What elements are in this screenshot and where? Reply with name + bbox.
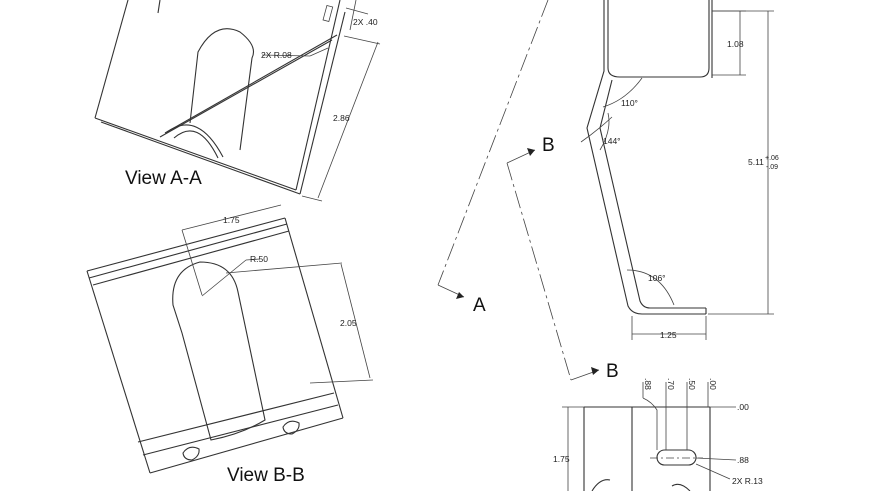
- section-b-upper-label: B: [542, 135, 555, 156]
- bottom-ord-x-4: .00: [708, 378, 718, 390]
- view-a-a-dimensions: 2X .40 2X R.08 2.86: [261, 0, 381, 202]
- bottom-slot-y-dim: .88: [737, 455, 749, 465]
- side-angle-upper-dim: 110°: [621, 98, 638, 108]
- view-b-b-outline: [86, 217, 344, 474]
- side-angle-lower-dim: 106°: [648, 273, 666, 283]
- bottom-view-dimensions: .88 .70 .50 .00 .00 .88 2X R.13 1.75: [553, 378, 763, 491]
- bottom-zero-dim: .00: [737, 402, 749, 412]
- view-b-b-title: View B-B: [227, 465, 305, 486]
- side-tol-plus: +.06: [765, 155, 779, 162]
- section-b-lower-label: B: [606, 361, 619, 382]
- bottom-ord-x-3: .50: [687, 378, 697, 390]
- side-base-dim: 1.25: [660, 330, 677, 340]
- bottom-slot-radius-dim: 2X R.13: [732, 476, 763, 486]
- view-a-a-outline: [94, 0, 346, 195]
- side-tol-minus: -.09: [766, 164, 778, 171]
- bottom-view-outline: [583, 406, 711, 491]
- section-a-label: A: [473, 295, 486, 316]
- side-angle-mid-dim: 144°: [603, 136, 621, 146]
- side-top-flange-dim: 1.08: [727, 39, 744, 49]
- section-line-b: B B: [506, 135, 619, 382]
- bottom-ord-x-1: .88: [643, 378, 653, 390]
- view-b-b-width-dim: 1.75: [223, 215, 240, 225]
- view-a-a-tab-depth-dim: 2X .40: [353, 17, 378, 27]
- view-a-a-title: View A-A: [125, 168, 202, 189]
- bottom-height-dim: 1.75: [553, 454, 570, 464]
- view-b-b-height-dim: 2.05: [340, 318, 357, 328]
- view-a-a-height-dim: 2.86: [333, 113, 350, 123]
- view-a-a-bend-radius-dim: 2X R.08: [261, 50, 292, 60]
- section-line-a: A: [437, 0, 549, 316]
- bottom-ord-x-2: .70: [666, 378, 676, 390]
- view-a-a: 2X .40 2X R.08 2.86 View A-A: [94, 0, 381, 202]
- side-view-dimensions: 1.08 110° 144° 106° 1.25 5.11 +.06 -.09: [580, 10, 779, 340]
- side-view-profile: [586, 0, 713, 315]
- side-overall-dim: 5.11: [748, 157, 764, 167]
- view-b-b-slot-radius-dim: R.50: [250, 254, 268, 264]
- bottom-view: .88 .70 .50 .00 .00 .88 2X R.13 1.75: [553, 378, 763, 491]
- view-b-b-dimensions: 1.75 R.50 2.05: [181, 204, 374, 384]
- side-view: 1.08 110° 144° 106° 1.25 5.11 +.06 -.09: [580, 0, 779, 340]
- view-b-b: 1.75 R.50 2.05 View B-B: [86, 204, 374, 486]
